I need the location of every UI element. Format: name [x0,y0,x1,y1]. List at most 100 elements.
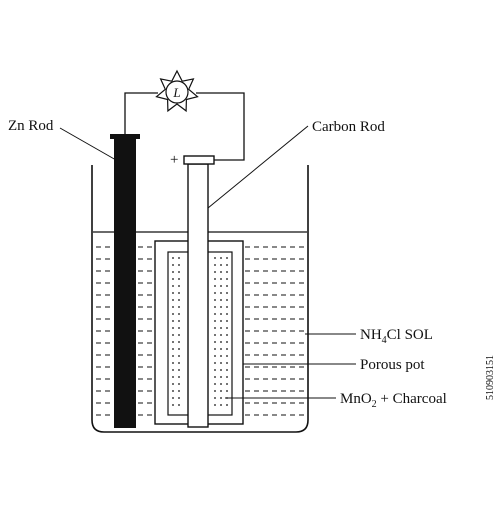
mix-dot [220,271,222,273]
mix-dot [226,320,228,322]
mix-dot [220,341,222,343]
mix-dot [214,264,216,266]
mix-dot [214,355,216,357]
mix-dot [214,390,216,392]
mix-dot [220,390,222,392]
mix-dot [226,355,228,357]
watermark-id: 510903151 [485,355,496,400]
mix-dot [214,320,216,322]
mix-dot [178,341,180,343]
mix-dot [172,348,174,350]
mix-dot [172,404,174,406]
mix-dot [220,264,222,266]
mix-dot [226,278,228,280]
mix-dot [226,404,228,406]
carbon-rod [187,163,209,428]
mix-dot [178,390,180,392]
mix-dot [214,348,216,350]
positive-terminal-sign: + [170,152,178,168]
mix-dot [172,362,174,364]
mix-dot [226,285,228,287]
electrolyte-dashes [96,246,305,416]
mix-dot [178,271,180,273]
mix-dot [214,369,216,371]
zn-rod-cap [110,134,140,139]
mix-dot [214,299,216,301]
carbon-rod-label: Carbon Rod [312,119,385,135]
mix-dot [226,257,228,259]
mix-dot [172,292,174,294]
nh4cl-label: NH4Cl SOL [360,327,433,346]
mix-dot [226,292,228,294]
mix-dot [226,362,228,364]
mix-dot [214,362,216,364]
mix-dot [220,285,222,287]
mix-dot [220,334,222,336]
mix-dot [214,327,216,329]
mix-dot [178,348,180,350]
mix-dot [220,313,222,315]
mix-dot [172,264,174,266]
mix-dot [178,278,180,280]
mix-dot [172,369,174,371]
mix-dot [172,341,174,343]
wire-zn-to-lamp [124,92,158,134]
mix-dot [172,376,174,378]
lamp-label: L [172,85,180,100]
mix-dot [178,292,180,294]
zn-rod [114,146,136,428]
zn-rod-label: Zn Rod [8,118,54,134]
mix-dot [220,355,222,357]
mix-dot [226,334,228,336]
mix-dot [178,355,180,357]
mix-dot [172,320,174,322]
mix-dot [178,285,180,287]
mix-dot [178,257,180,259]
mix-dot [220,299,222,301]
mix-dot [178,383,180,385]
mix-dot [226,390,228,392]
mix-dot [214,376,216,378]
mix-dot [226,327,228,329]
mix-dot [178,369,180,371]
mix-dot [220,369,222,371]
mno2-label: MnO2 + Charcoal [340,391,447,410]
mix-dot [178,376,180,378]
mix-dot [178,334,180,336]
mix-dot [178,306,180,308]
mix-dot [178,299,180,301]
mix-dot [214,285,216,287]
mix-dot [178,320,180,322]
mix-dot [178,327,180,329]
mix-dot [226,271,228,273]
mix-dot [172,306,174,308]
mix-dot [214,306,216,308]
mix-dot [214,313,216,315]
mix-dot [178,362,180,364]
mix-dot [220,362,222,364]
mix-dot [172,278,174,280]
mix-dot [214,383,216,385]
mix-dot [178,404,180,406]
mix-dot [220,383,222,385]
zn-rod-neck [114,139,136,146]
beaker-outline [91,165,309,433]
zn-rod-leader [59,127,117,161]
mix-dot [178,313,180,315]
mix-dot [172,271,174,273]
mix-dot [220,404,222,406]
mix-dot [214,271,216,273]
mix-dot [172,383,174,385]
mix-dot [226,313,228,315]
mix-dot [226,383,228,385]
mix-dot [172,334,174,336]
mix-dot [172,390,174,392]
mix-dot [220,292,222,294]
mix-dot [214,292,216,294]
wire-lamp-to-carbon [196,92,245,161]
mix-dot [226,306,228,308]
mix-dot [172,313,174,315]
mix-dot [226,348,228,350]
mix-dot [220,306,222,308]
